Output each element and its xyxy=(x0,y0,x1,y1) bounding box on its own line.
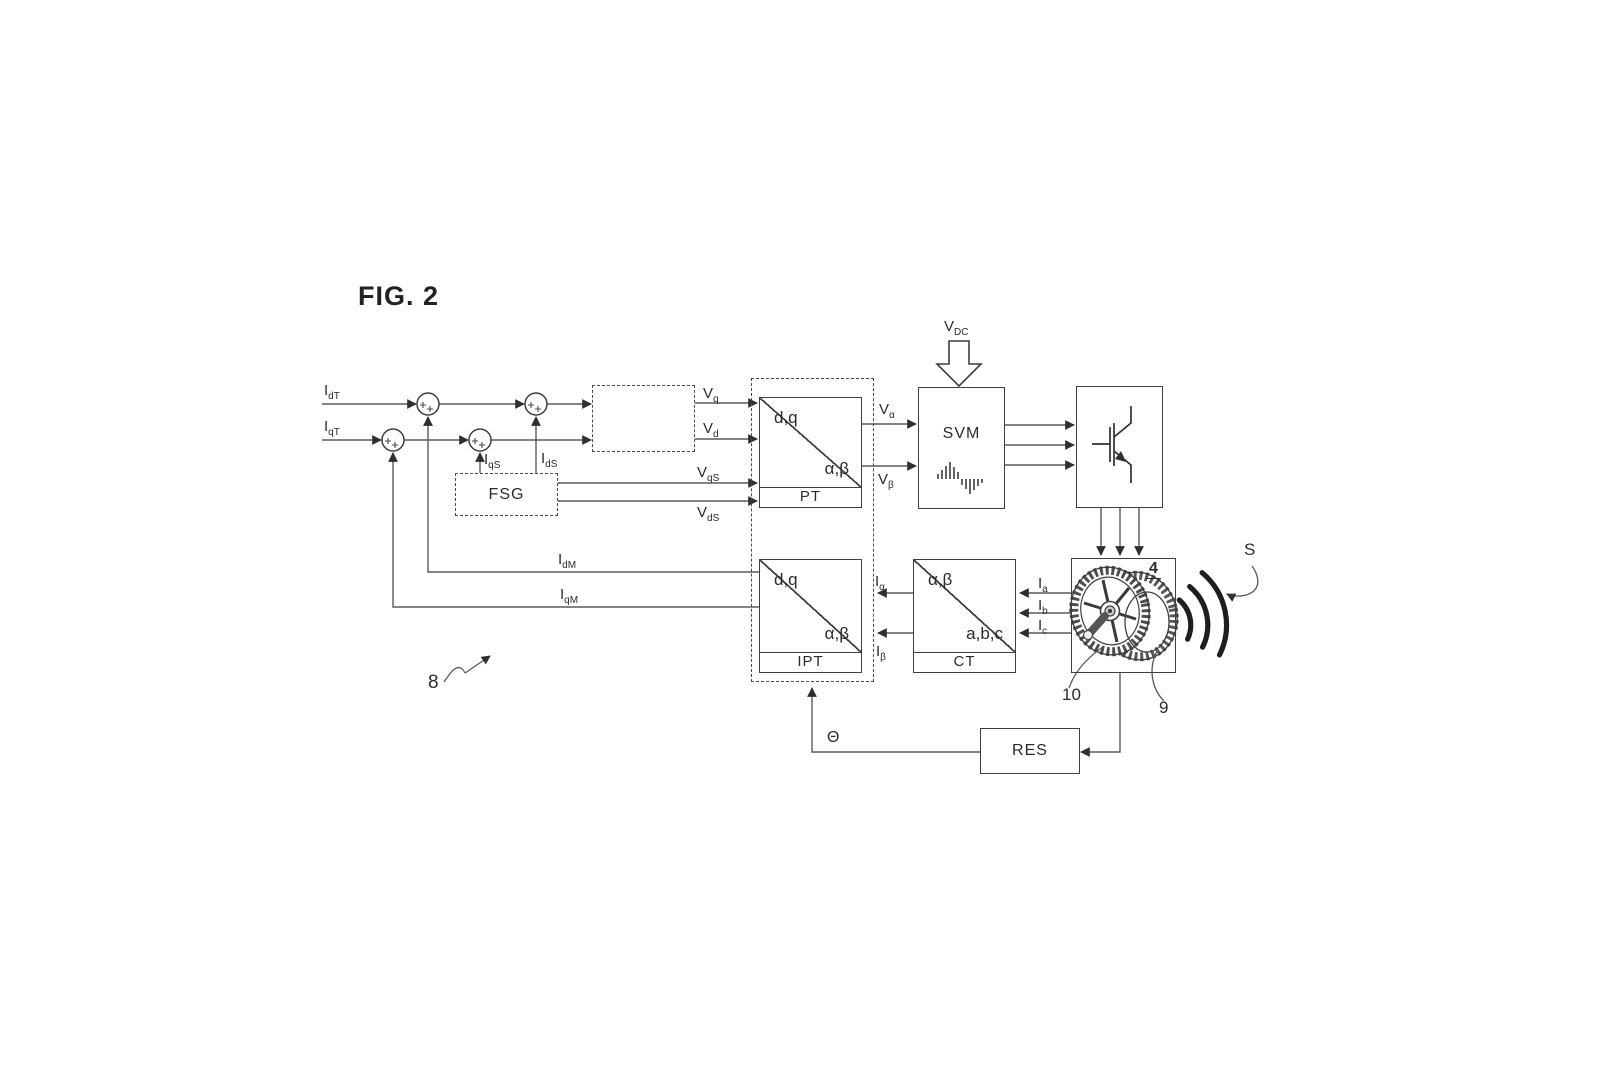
ct-output-domain: a,b,c xyxy=(966,624,1003,643)
ref-10-rotor: 10 xyxy=(1062,685,1081,704)
svm-block xyxy=(918,387,1005,509)
ipt-transform-area: d,q α,β xyxy=(760,560,861,653)
summing-junction-d2 xyxy=(524,392,548,416)
wire-idm-feedback xyxy=(423,416,759,573)
junction-sign-marks xyxy=(385,402,541,448)
signal-vdc: VDC xyxy=(944,318,969,338)
pt-block: d,q α,β PT xyxy=(759,397,862,508)
current-controller-box xyxy=(592,385,695,452)
signal-vds: VdS xyxy=(697,504,720,524)
wire-iqm-feedback xyxy=(388,452,759,608)
signal-vqs: VqS xyxy=(697,464,720,484)
signal-ibeta: Iβ xyxy=(876,643,886,663)
motor-graphic xyxy=(1069,565,1179,662)
leader-9 xyxy=(1151,648,1165,702)
motor-shaft xyxy=(1085,612,1109,638)
signal-ialpha: Iα xyxy=(875,573,885,593)
signal-vd: Vd xyxy=(703,420,719,440)
signal-ids: IdS xyxy=(541,450,558,470)
figure-title: FIG. 2 xyxy=(358,281,440,311)
transform-group-box xyxy=(751,378,874,682)
res-label: RES xyxy=(1012,742,1048,759)
pt-input-domain: d,q xyxy=(774,408,798,427)
inverter-block xyxy=(1076,386,1163,508)
ref-s-sound: S xyxy=(1244,540,1256,559)
vdc-block-arrow-icon xyxy=(935,340,983,388)
igbt-icon xyxy=(1092,406,1132,483)
signal-ib: Ib xyxy=(1038,597,1048,617)
res-block: RES xyxy=(980,728,1080,774)
signal-vq: Vq xyxy=(703,385,719,405)
ct-block: α,β a,b,c CT xyxy=(913,559,1016,673)
motor-reference-number: 4 xyxy=(1146,560,1161,579)
ref-8-controller: 8 xyxy=(428,672,439,693)
summing-junction-d1 xyxy=(416,392,440,416)
fsg-block: FSG xyxy=(455,473,558,516)
reference-leaders xyxy=(443,565,1259,702)
fsg-label: FSG xyxy=(488,485,525,503)
summing-junctions xyxy=(381,392,548,452)
ct-transform-area: α,β a,b,c xyxy=(914,560,1015,653)
leader-s xyxy=(1226,565,1259,602)
motor-block xyxy=(1071,558,1176,673)
pt-transform-area: d,q α,β xyxy=(760,398,861,488)
summing-junction-q1 xyxy=(381,428,405,452)
ct-input-domain: α,β xyxy=(928,570,953,589)
pwm-waveform-icon xyxy=(937,462,983,494)
signal-idm: IdM xyxy=(558,551,577,571)
sensor-ring xyxy=(1124,591,1170,653)
pt-output-domain: α,β xyxy=(824,459,849,478)
ref-9-sensor: 9 xyxy=(1159,698,1169,717)
signal-idt: IdT xyxy=(324,382,340,402)
ipt-name: IPT xyxy=(797,653,824,670)
sound-waves-icon xyxy=(1176,570,1230,658)
leader-10 xyxy=(1068,645,1105,689)
pt-name: PT xyxy=(799,488,822,505)
signal-ic: Ic xyxy=(1038,617,1048,637)
wire-motor-res xyxy=(1080,673,1121,757)
summing-junction-q2 xyxy=(468,428,492,452)
signal-theta: Θ xyxy=(827,729,840,746)
stator-laminations-front xyxy=(1069,565,1151,657)
ipt-input-domain: d,q xyxy=(774,570,798,589)
signal-iqs: IqS xyxy=(484,451,501,471)
ct-name: CT xyxy=(953,653,976,670)
signal-ia: Ia xyxy=(1038,575,1048,595)
svm-label: SVM xyxy=(942,425,981,442)
ipt-block: d,q α,β IPT xyxy=(759,559,862,673)
signal-wires xyxy=(322,398,1144,757)
signal-iqm: IqM xyxy=(560,586,579,606)
signal-vbeta: Vβ xyxy=(878,471,894,491)
wire-theta xyxy=(807,687,980,753)
signal-iqt: IqT xyxy=(324,418,340,438)
signal-valpha: Vα xyxy=(879,401,895,421)
ipt-output-domain: α,β xyxy=(824,624,849,643)
leader-8 xyxy=(443,655,491,683)
